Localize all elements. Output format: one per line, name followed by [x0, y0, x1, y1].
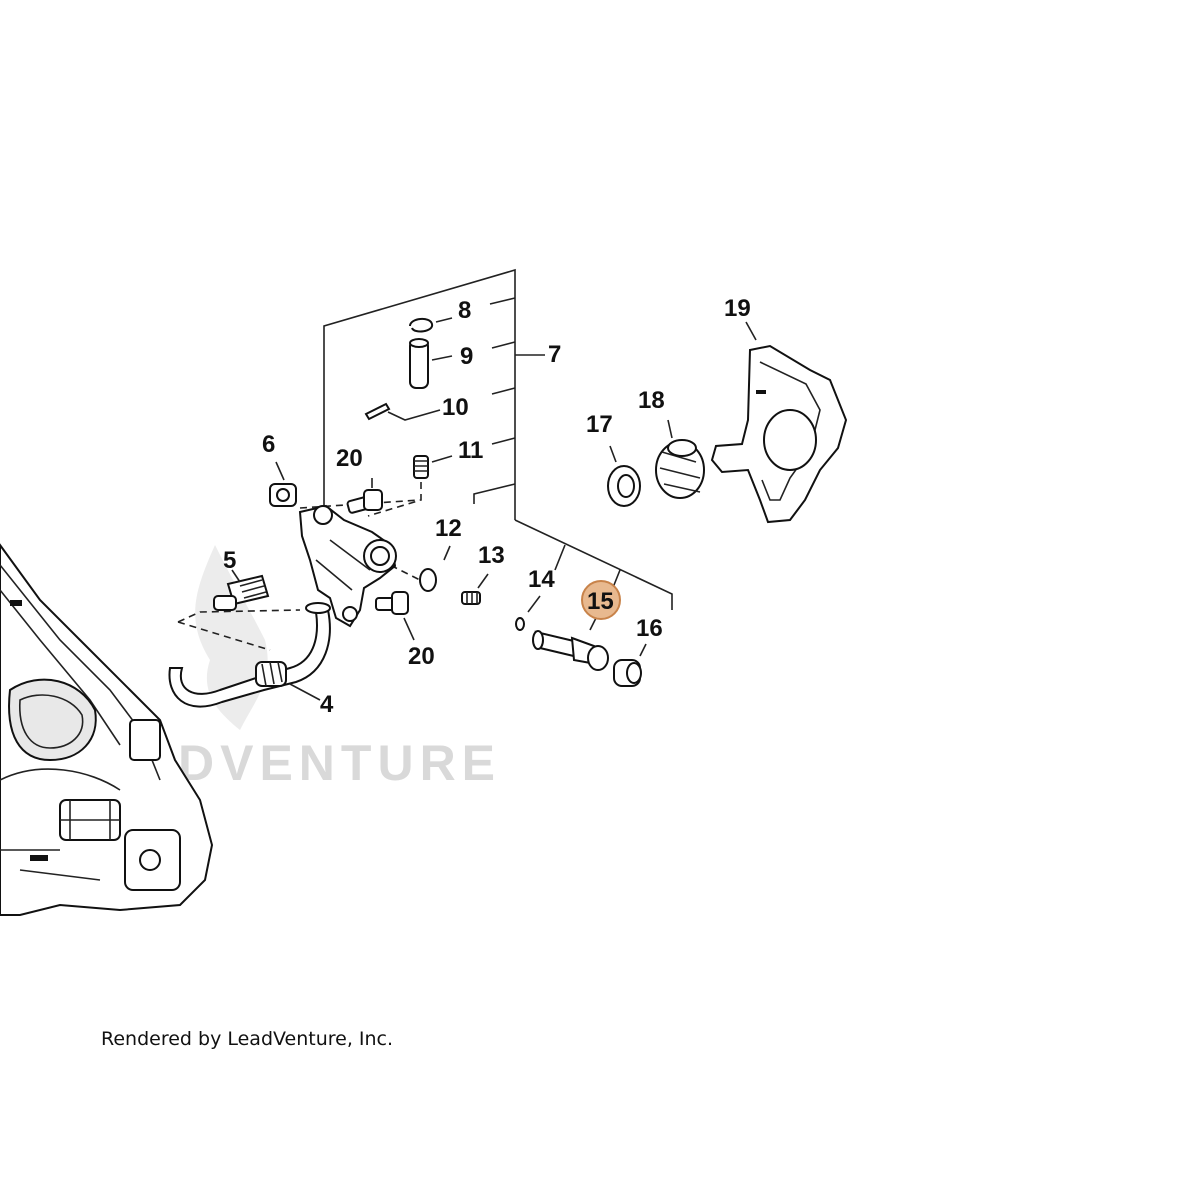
callout-8: 8 — [458, 297, 471, 324]
callout-9: 9 — [460, 343, 473, 370]
callout-10: 10 — [442, 394, 469, 421]
part-6-connector — [269, 461, 297, 507]
render-credit: Rendered by LeadVenture, Inc. — [101, 1028, 394, 1050]
callout-20-upper: 20 — [336, 445, 363, 472]
callout-13: 13 — [478, 542, 505, 569]
callout-11: 11 — [458, 437, 483, 464]
callout-6: 6 — [262, 431, 275, 458]
part-18-plug — [655, 419, 705, 499]
part-17-washer — [607, 445, 641, 507]
part-20-bolt-upper — [346, 478, 383, 514]
part-7-housing — [298, 504, 397, 628]
callout-16: 16 — [636, 615, 663, 642]
callout-18: 18 — [638, 387, 665, 414]
part-14-small-ring — [515, 595, 541, 631]
engine-case — [0, 543, 214, 916]
part-9-pin — [409, 338, 453, 389]
part-4-hose — [168, 602, 331, 708]
callout-15-highlight-circle — [581, 580, 621, 620]
bracket-group-7 — [323, 268, 673, 610]
callout-4: 4 — [320, 691, 334, 718]
callout-7: 7 — [548, 341, 561, 368]
part-20-bolt-lower — [375, 591, 415, 641]
callout-12: 12 — [435, 515, 462, 542]
callout-5: 5 — [223, 547, 236, 574]
part-19-cover — [710, 321, 848, 524]
part-13-spring — [461, 573, 489, 605]
part-12-o-ring — [419, 545, 451, 592]
part-11-spring — [413, 455, 453, 479]
part-15-valve-piston — [532, 613, 609, 671]
callout-20-lower: 20 — [408, 643, 435, 670]
callout-14: 14 — [528, 566, 555, 593]
part-5-fitting — [213, 569, 270, 611]
callout-15: 15 — [587, 588, 614, 615]
callout-17: 17 — [586, 411, 613, 438]
part-8-clip — [409, 318, 434, 333]
callout-15-highlighted[interactable]: 15 — [581, 580, 621, 620]
part-10-roll-pin — [364, 402, 441, 421]
part-16-bushing — [613, 643, 647, 687]
callout-19: 19 — [724, 295, 751, 322]
